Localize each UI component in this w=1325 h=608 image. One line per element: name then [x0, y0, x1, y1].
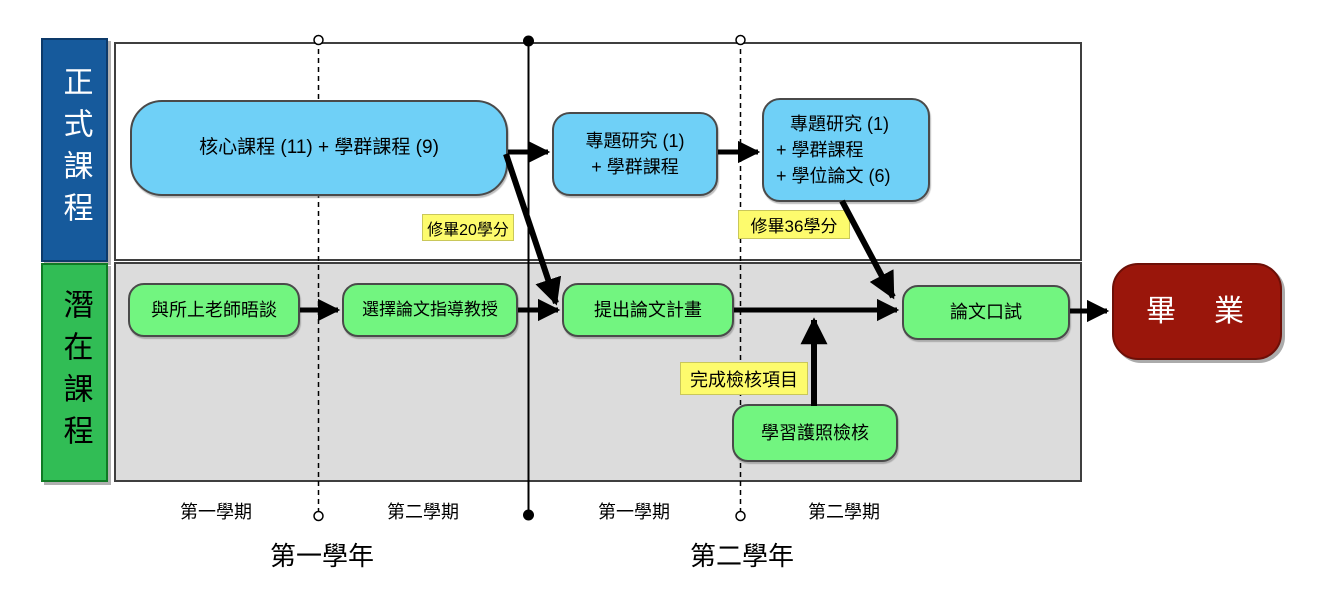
- semester-label-1: 第一學期: [180, 502, 252, 522]
- lane-formal-label: 正式課程: [58, 66, 92, 234]
- semester-label-4: 第二學期: [808, 502, 880, 522]
- box-thesis-proposal: 提出論文計畫: [562, 283, 734, 337]
- box-seminar2-line1: 專題研究 (1): [790, 113, 889, 134]
- label-checklist-complete: 完成檢核項目: [680, 362, 808, 395]
- box-choose-advisor: 選擇論文指導教授: [342, 283, 518, 337]
- lane-header-latent-curriculum: 潛在課程: [41, 263, 108, 482]
- semester-label-2: 第二學期: [387, 502, 459, 522]
- box-seminar-year2-sem1: 專題研究 (1) + 學群課程: [552, 112, 718, 196]
- lane-latent-label: 潛在課程: [58, 288, 92, 457]
- box-thesis-proposal-label: 提出論文計畫: [594, 299, 702, 320]
- box-oral-exam: 論文口試: [902, 285, 1070, 340]
- box-core-courses-label: 核心課程 (11) + 學群課程 (9): [199, 137, 439, 159]
- box-interview-teachers-label: 與所上老師晤談: [151, 299, 277, 320]
- semester-label-3: 第一學期: [598, 502, 670, 522]
- label-credits-36: 修畢36學分: [738, 210, 850, 239]
- box-seminar2-line2: + 學群課程: [776, 139, 864, 160]
- box-graduation-label: 畢 業: [1146, 294, 1248, 328]
- box-learning-passport-check: 學習護照檢核: [732, 404, 898, 462]
- year-label-2: 第二學年: [689, 541, 794, 571]
- box-seminar1-line1: 專題研究 (1): [585, 130, 685, 151]
- label-checklist-complete-text: 完成檢核項目: [690, 369, 798, 390]
- box-learning-passport-check-label: 學習護照檢核: [761, 422, 869, 443]
- box-seminar-year2-sem2: 專題研究 (1) + 學群課程 + 學位論文 (6): [762, 98, 930, 202]
- label-credits-20-text: 修畢20學分: [427, 221, 509, 239]
- box-choose-advisor-label: 選擇論文指導教授: [362, 299, 498, 319]
- year-label-1: 第一學年: [269, 541, 374, 571]
- lane-header-formal-curriculum: 正式課程: [41, 38, 108, 262]
- box-seminar2-line3: + 學位論文 (6): [776, 166, 891, 187]
- box-graduation: 畢 業: [1112, 263, 1282, 360]
- box-core-courses: 核心課程 (11) + 學群課程 (9): [130, 100, 508, 196]
- box-seminar1-line2: + 學群課程: [591, 157, 679, 177]
- box-interview-teachers: 與所上老師晤談: [128, 283, 300, 337]
- label-credits-20: 修畢20學分: [422, 214, 514, 241]
- label-credits-36-text: 修畢36學分: [750, 217, 838, 236]
- box-oral-exam-label: 論文口試: [950, 302, 1022, 323]
